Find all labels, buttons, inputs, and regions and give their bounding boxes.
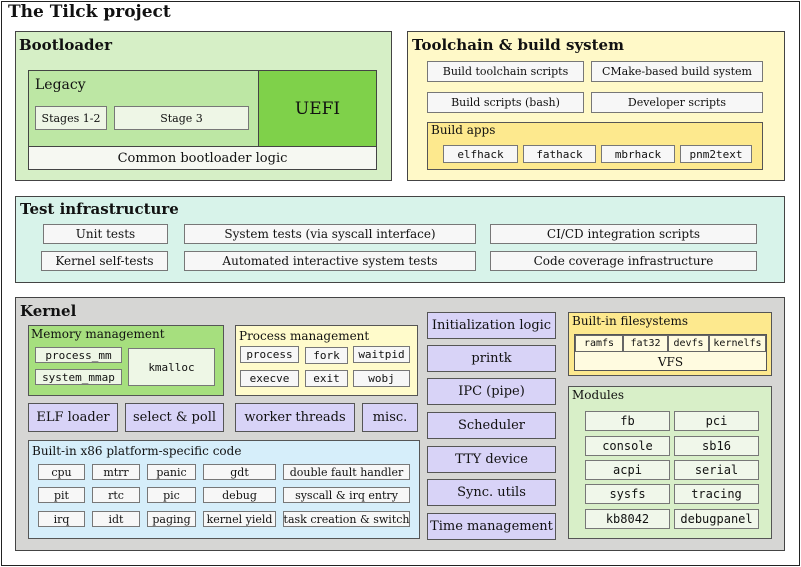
x86-item: pit xyxy=(38,487,85,503)
build-app-item: mbrhack xyxy=(601,145,675,163)
kernel-title: Kernel xyxy=(20,302,77,320)
kernel-misc-item: select & poll xyxy=(125,403,224,432)
module-item: debugpanel xyxy=(674,509,759,529)
memory-title: Memory management xyxy=(31,327,165,341)
test-item: CI/CD integration scripts xyxy=(490,224,757,244)
common-bootloader-box: Common bootloader logic xyxy=(28,146,377,170)
module-item: kb8042 xyxy=(585,509,670,529)
kernel-misc-item: ELF loader xyxy=(28,403,118,432)
modules-title: Modules xyxy=(572,388,625,402)
toolchain-item: Build toolchain scripts xyxy=(427,61,584,82)
process-item: waitpid xyxy=(353,346,410,363)
process-item: wobj xyxy=(353,370,410,387)
module-item: pci xyxy=(674,411,759,431)
fs-title: Built-in filesystems xyxy=(572,314,688,328)
toolchain-item: Build scripts (bash) xyxy=(427,92,584,113)
x86-item: debug xyxy=(203,487,276,503)
test-item: Automated interactive system tests xyxy=(184,251,476,271)
module-item: tracing xyxy=(674,484,759,504)
kernel-core-item: Initialization logic xyxy=(427,312,556,339)
kernel-core-item: Time management xyxy=(427,513,556,540)
build-app-item: fathack xyxy=(523,145,596,163)
legacy-title: Legacy xyxy=(35,77,86,93)
kernel-misc-item: worker threads xyxy=(235,403,355,432)
test-title: Test infrastructure xyxy=(20,200,179,218)
x86-item: syscall & irq entry xyxy=(283,487,410,503)
x86-item: paging xyxy=(147,511,196,527)
kernel-core-item: Sync. utils xyxy=(427,479,556,506)
process-item: execve xyxy=(240,370,299,387)
toolchain-title: Toolchain & build system xyxy=(412,36,624,54)
module-item: fb xyxy=(585,411,670,431)
toolchain-item: Developer scripts xyxy=(591,92,763,113)
module-item: acpi xyxy=(585,460,670,480)
process-item: fork xyxy=(305,347,348,364)
memory-item: process_mm xyxy=(35,347,122,363)
x86-item: task creation & switch xyxy=(283,511,410,527)
uefi-box: UEFI xyxy=(258,70,377,147)
fs-item: ramfs xyxy=(575,335,623,352)
fs-item: fat32 xyxy=(623,335,668,352)
process-item: exit xyxy=(305,370,348,387)
x86-item: kernel yield xyxy=(203,511,276,527)
test-item: System tests (via syscall interface) xyxy=(184,224,476,244)
module-item: serial xyxy=(674,460,759,480)
toolchain-item: CMake-based build system xyxy=(591,61,763,82)
x86-item: idt xyxy=(92,511,140,527)
memory-item: kmalloc xyxy=(128,348,215,386)
x86-item: double fault handler xyxy=(283,464,410,480)
x86-title: Built-in x86 platform-specific code xyxy=(32,444,242,458)
test-item: Code coverage infrastructure xyxy=(490,251,757,271)
x86-item: rtc xyxy=(92,487,140,503)
x86-item: pic xyxy=(147,487,196,503)
process-title: Process management xyxy=(239,329,370,343)
build-app-item: elfhack xyxy=(443,145,518,163)
x86-item: gdt xyxy=(203,464,276,480)
fs-item: devfs xyxy=(668,335,709,352)
module-item: console xyxy=(585,436,670,456)
kernel-core-item: TTY device xyxy=(427,446,556,473)
process-item: process xyxy=(240,346,299,363)
test-item: Kernel self-tests xyxy=(41,251,168,271)
stages12-box: Stages 1-2 xyxy=(35,106,107,130)
stage3-box: Stage 3 xyxy=(114,106,249,130)
fs-item: kernelfs xyxy=(709,335,766,352)
x86-item: panic xyxy=(147,464,196,480)
bootloader-title: Bootloader xyxy=(19,36,112,54)
test-item: Unit tests xyxy=(43,224,168,244)
x86-item: mtrr xyxy=(92,464,140,480)
kernel-core-item: printk xyxy=(427,345,556,372)
x86-item: irq xyxy=(38,511,85,527)
kernel-misc-item: misc. xyxy=(362,403,418,432)
kernel-core-item: Scheduler xyxy=(427,412,556,439)
module-item: sysfs xyxy=(585,484,670,504)
memory-item: system_mmap xyxy=(35,369,122,385)
build-apps-title: Build apps xyxy=(431,123,496,137)
vfs-label: VFS xyxy=(657,354,684,369)
kernel-core-item: IPC (pipe) xyxy=(427,378,556,405)
x86-item: cpu xyxy=(38,464,85,480)
build-app-item: pnm2text xyxy=(680,145,752,163)
module-item: sb16 xyxy=(674,436,759,456)
page-title: The Tilck project xyxy=(8,2,171,22)
